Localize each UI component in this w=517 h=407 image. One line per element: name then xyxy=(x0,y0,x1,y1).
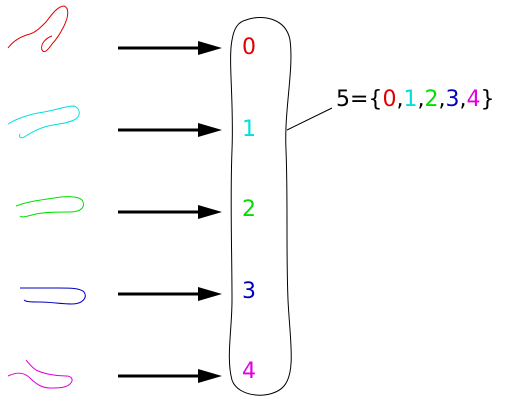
set-label-suffix: } xyxy=(480,87,494,112)
set-label: 5={0,1,2,3,4} xyxy=(336,87,494,112)
squiggle-1 xyxy=(7,105,80,139)
set-label-separator-3: , xyxy=(459,87,466,112)
set-label-separator-2: , xyxy=(438,87,445,112)
set-label-separator-0: , xyxy=(396,87,403,112)
arrow-head xyxy=(198,41,222,55)
squiggle-0 xyxy=(7,5,69,53)
arrow-group xyxy=(118,41,222,383)
arrow-head xyxy=(198,205,222,219)
set-number-4: 4 xyxy=(242,359,256,384)
arrow-head xyxy=(198,287,222,301)
set-outline xyxy=(228,17,292,396)
set-label-item-4: 4 xyxy=(466,87,480,112)
arrow-2 xyxy=(118,205,222,219)
squiggle-3 xyxy=(20,287,86,305)
arrow-3 xyxy=(118,287,222,301)
set-label-separator-1: , xyxy=(417,87,424,112)
set-number-3: 3 xyxy=(242,279,256,304)
squiggle-2 xyxy=(15,196,84,218)
arrow-head xyxy=(198,123,222,137)
arrow-4 xyxy=(118,369,222,383)
set-number-0: 0 xyxy=(242,35,256,60)
set-label-prefix: 5={ xyxy=(336,87,382,112)
set-number-1: 1 xyxy=(242,117,256,142)
set-number-2: 2 xyxy=(242,197,256,222)
leader-line xyxy=(286,107,333,131)
squiggle-4 xyxy=(7,359,73,389)
set-label-item-0: 0 xyxy=(382,87,396,112)
set-label-item-3: 3 xyxy=(445,87,459,112)
set-label-item-2: 2 xyxy=(424,87,438,112)
set-label-item-1: 1 xyxy=(403,87,417,112)
arrow-head xyxy=(198,369,222,383)
arrow-0 xyxy=(118,41,222,55)
arrow-1 xyxy=(118,123,222,137)
